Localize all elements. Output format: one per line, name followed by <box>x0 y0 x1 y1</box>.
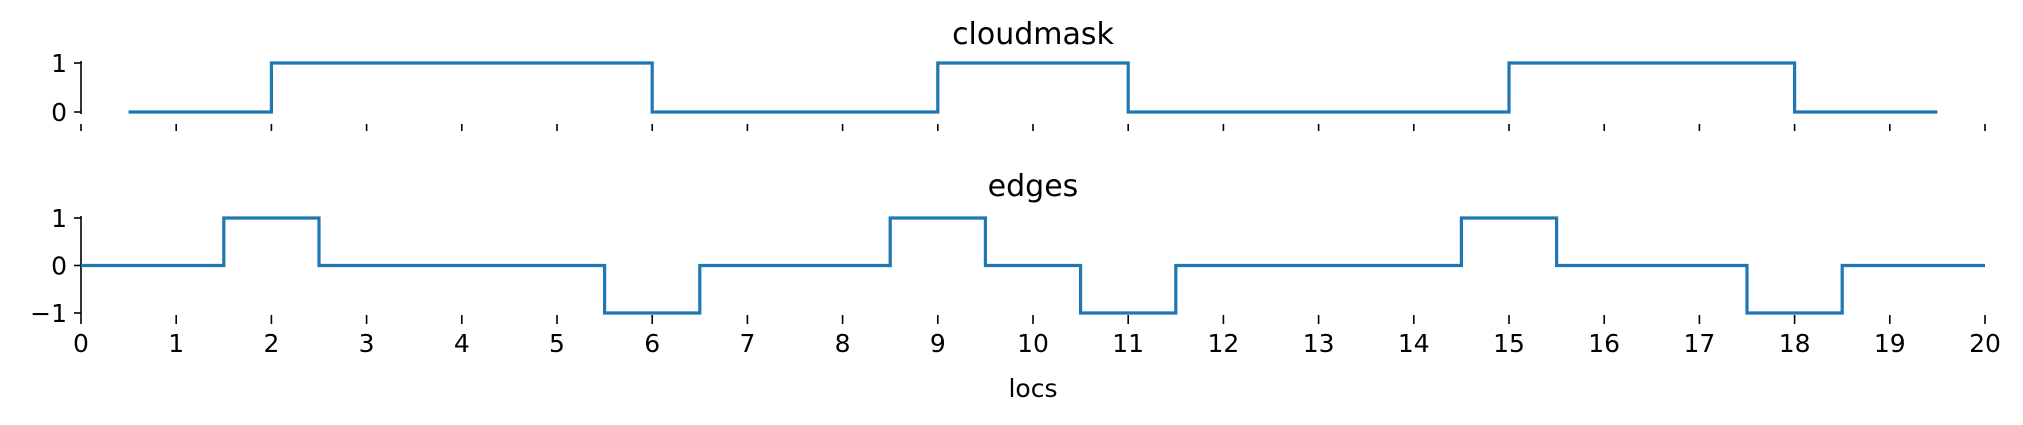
y-tick-label: 0 <box>51 98 67 127</box>
series-line <box>81 216 1985 315</box>
x-tick-label: 12 <box>1207 329 1239 358</box>
x-tick-label: 15 <box>1493 329 1525 358</box>
x-tick-label: 14 <box>1398 329 1430 358</box>
x-tick-label: 1 <box>168 329 184 358</box>
y-tick-label: −1 <box>30 299 67 328</box>
x-tick-label: 8 <box>835 329 851 358</box>
x-tick-label: 19 <box>1874 329 1906 358</box>
x-tick-label: 6 <box>644 329 660 358</box>
x-axis-label: locs <box>1008 374 1057 403</box>
y-tick-label: 0 <box>51 252 67 281</box>
chart-title: cloudmask <box>952 17 1114 52</box>
x-tick-label: 11 <box>1112 329 1144 358</box>
x-tick-label: 4 <box>454 329 470 358</box>
x-tick-label: 7 <box>739 329 755 358</box>
x-tick-label: 5 <box>549 329 565 358</box>
y-tick-label: 1 <box>51 49 67 78</box>
x-tick-label: 2 <box>263 329 279 358</box>
x-tick-label: 13 <box>1303 329 1335 358</box>
x-tick-label: 17 <box>1683 329 1715 358</box>
chart-title: edges <box>988 169 1079 204</box>
x-tick-label: 3 <box>359 329 375 358</box>
y-tick-label: 1 <box>51 204 67 233</box>
x-tick-label: 0 <box>73 329 89 358</box>
panel-cloudmask: cloudmask 0 1 <box>51 17 1986 131</box>
x-tick-label: 16 <box>1588 329 1620 358</box>
x-tick-label: 18 <box>1779 329 1811 358</box>
x-tick-label: 9 <box>930 329 946 358</box>
series-line <box>128 61 1938 114</box>
x-tick-label: 20 <box>1969 329 2001 358</box>
x-tick-label: 10 <box>1017 329 1049 358</box>
